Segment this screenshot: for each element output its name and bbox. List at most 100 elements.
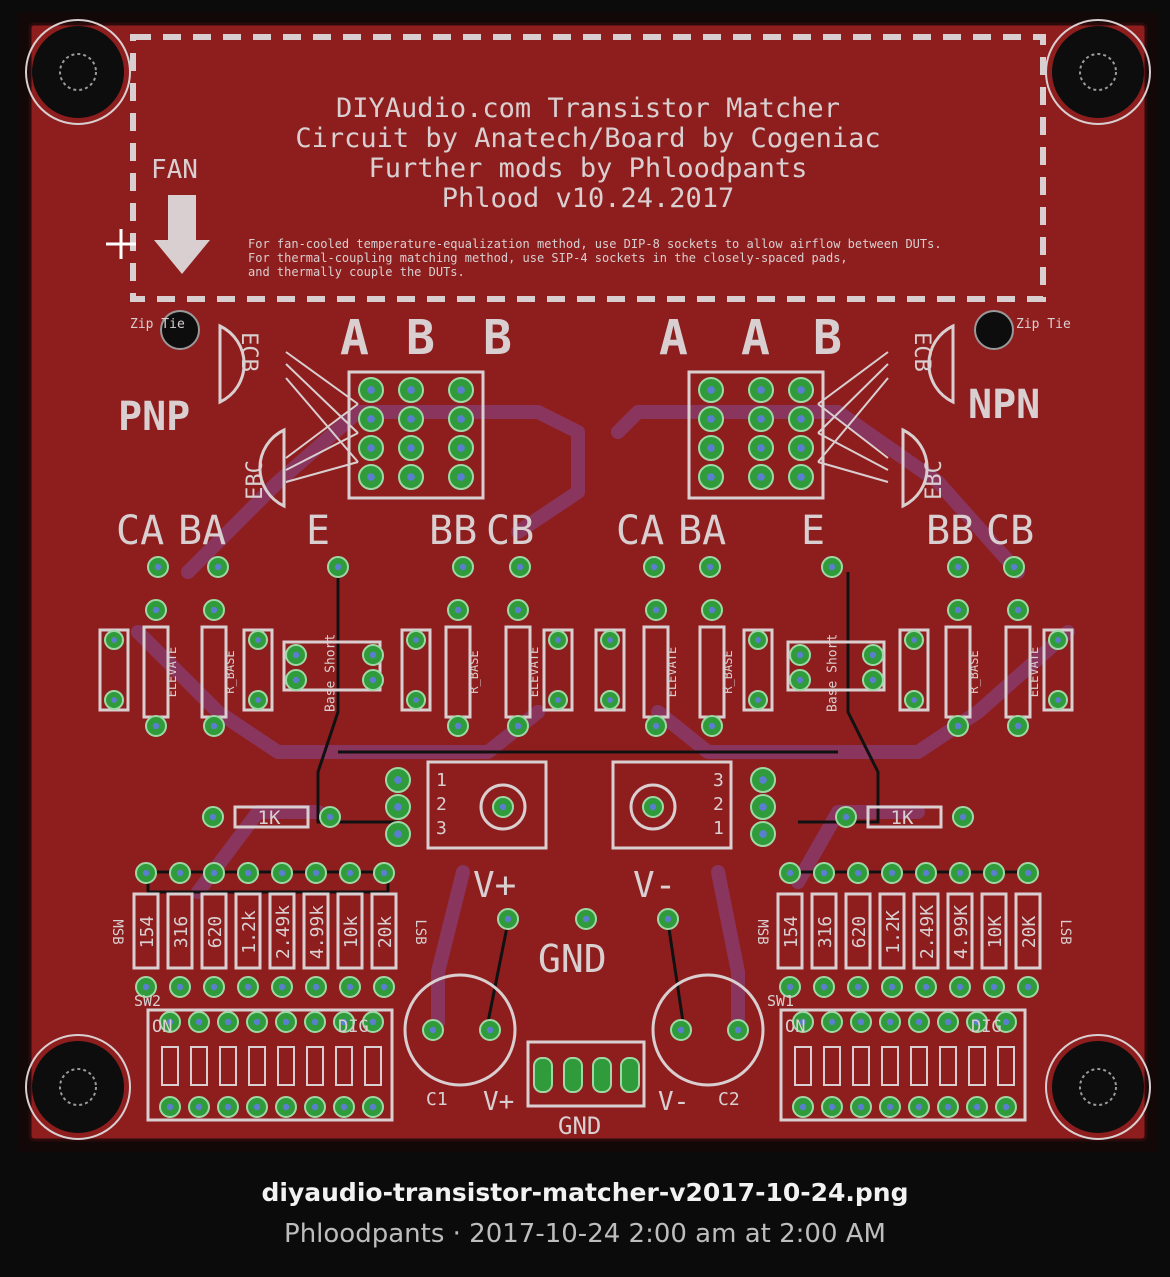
board-title-line: Further mods by Phloodpants	[369, 153, 808, 184]
pad-drill	[886, 1018, 894, 1026]
pad-drill	[111, 697, 117, 703]
pad-drill	[282, 1018, 290, 1026]
pad-drill	[956, 983, 964, 991]
resistor-1k-label: 1K	[891, 807, 914, 829]
pad-drill	[886, 1103, 894, 1111]
trace	[651, 625, 1075, 759]
image-meta: Phloodpants · 2017-10-24 2:00 am at 2:00…	[0, 1219, 1170, 1249]
pad-drill	[312, 869, 320, 877]
pad-drill	[346, 983, 354, 991]
pot-pin-label: 1	[436, 770, 447, 791]
transistor-body	[901, 427, 929, 509]
zip-tie-label: Zip Tie	[130, 317, 185, 332]
bit-label: MSB	[109, 919, 125, 944]
pad-drill	[677, 1026, 685, 1034]
pad-drill	[367, 444, 375, 452]
transistor-outline: EBC	[901, 427, 947, 509]
pad-drill	[255, 637, 261, 643]
pad-drill	[857, 1103, 865, 1111]
pinout-wire	[817, 432, 889, 471]
c2-label: C2	[718, 1089, 740, 1110]
pad-drill	[367, 415, 375, 423]
pad-drill	[340, 1018, 348, 1026]
ladder-resistor	[844, 892, 872, 970]
pinout-wire	[817, 351, 889, 405]
mounting-hole-screw	[1079, 1068, 1117, 1106]
zip-tie-label: Zip Tie	[1016, 317, 1071, 332]
pad-drill	[454, 606, 462, 614]
pad-drill	[369, 651, 377, 659]
ladder-value: 1.2k	[239, 910, 260, 954]
dip-switch-outline	[146, 1008, 394, 1122]
pinout-wire	[817, 403, 889, 459]
pad-drill	[757, 444, 765, 452]
pad-drill	[607, 637, 613, 643]
pad-drill	[255, 697, 261, 703]
pad-drill	[367, 473, 375, 481]
ladder-resistor	[200, 892, 228, 970]
mounting-hole-ring	[25, 19, 131, 125]
pad-drill	[734, 1026, 742, 1034]
pad-drill	[311, 1018, 319, 1026]
pad-drill	[1014, 722, 1022, 730]
bit-label: LSB	[1057, 919, 1073, 944]
pinout-wire	[817, 377, 889, 463]
pad-drill	[797, 386, 805, 394]
pad-drill	[911, 697, 917, 703]
ladder-resistor	[234, 892, 262, 970]
pad-drill	[990, 983, 998, 991]
ladder-value: 20k	[375, 916, 396, 949]
transistor-body	[927, 323, 955, 405]
pad-drill	[457, 386, 465, 394]
ladder-resistor	[946, 892, 974, 970]
v-minus-label: V-	[633, 865, 676, 906]
pot-outline	[426, 760, 548, 850]
pot-knob	[629, 783, 677, 831]
pad-drill	[796, 651, 804, 659]
pad-drill	[915, 1018, 923, 1026]
ladder-resistor	[810, 892, 838, 970]
ladder-value: 10k	[341, 916, 362, 949]
socket-outline	[347, 370, 485, 500]
pad-drill	[413, 637, 419, 643]
power-connector-pad	[563, 1057, 583, 1093]
pad-drill	[111, 637, 117, 643]
trace	[431, 865, 470, 1029]
pad-drill	[786, 869, 794, 877]
pad-drill	[209, 813, 217, 821]
pad-drill	[944, 1103, 952, 1111]
mounting-hole	[32, 26, 124, 118]
crosshair-icon	[106, 229, 136, 259]
pad-drill	[514, 722, 522, 730]
pad-drill	[457, 444, 465, 452]
c1-label: C1	[426, 1089, 448, 1110]
resistor-label: ELEVATE	[665, 647, 679, 698]
pad-drill	[499, 803, 507, 811]
bit-label: LSB	[412, 919, 428, 944]
pad-drill	[755, 697, 761, 703]
pinout-wire	[285, 461, 359, 483]
pot-pin-label: 3	[436, 818, 447, 839]
zip-tie-hole	[160, 310, 200, 350]
pad-drill	[224, 1018, 232, 1026]
ladder-value: 4.99k	[307, 905, 328, 959]
pad-drill	[973, 1103, 981, 1111]
ladder-value: 1.2K	[883, 910, 904, 954]
transistor-body	[258, 427, 286, 509]
pinout-label: ECB	[236, 332, 261, 372]
pinout-label: EBC	[922, 460, 947, 500]
pad-drill	[797, 415, 805, 423]
pad-drill	[142, 869, 150, 877]
ladder-value: 154	[137, 916, 158, 949]
channel-label: CB	[986, 508, 1034, 554]
mounting-hole-ring	[25, 1034, 131, 1140]
trace	[131, 625, 545, 759]
transistor-outline: EBC	[243, 427, 286, 509]
pad-drill	[944, 1018, 952, 1026]
image-filename: diyaudio-transistor-matcher-v2017-10-24.…	[261, 1178, 909, 1207]
pad-drill	[195, 1103, 203, 1111]
channel-label: BA	[678, 508, 726, 554]
author-name[interactable]: Phloodpants	[284, 1219, 445, 1249]
dip-toggle	[277, 1046, 295, 1086]
